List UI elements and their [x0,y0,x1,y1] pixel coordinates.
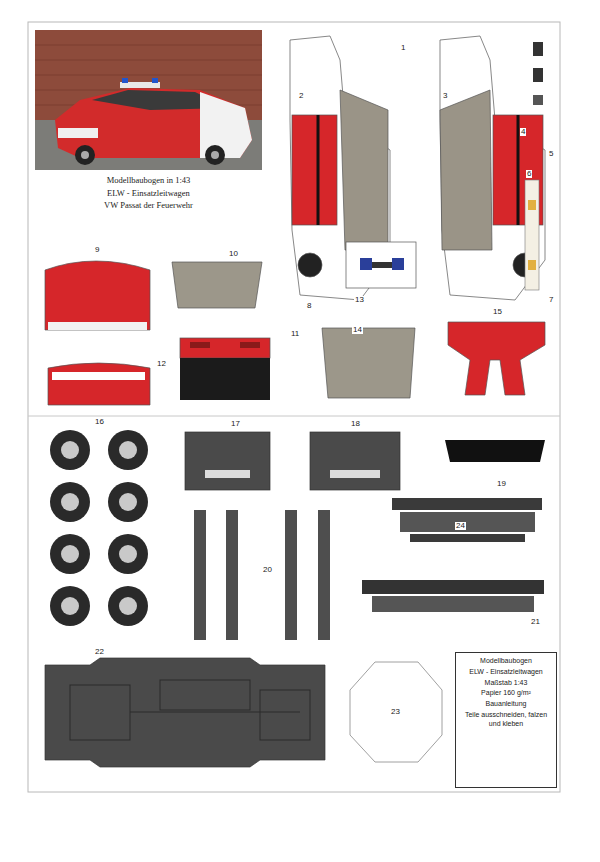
heading-text: Modellbaubogen in 1:43 [37,175,260,186]
callout-number: 16 [94,418,105,426]
callout-number: 14 [352,326,363,334]
callout-number: 17 [230,420,241,428]
callout-number: 9 [94,246,100,254]
callout-number: 8 [306,302,312,310]
callout-number: 7 [548,296,554,304]
body-text: Teile ausschneiden, falzen und kleben [460,711,552,729]
callout-number: 2 [298,92,304,100]
callout-number: 19 [496,480,507,488]
callout-number: 15 [492,308,503,316]
title-panel: Modellbaubogen in 1:43ELW - Einsatzleitw… [35,173,262,233]
heading-text: Modellbaubogen [460,657,552,666]
callout-number: 13 [354,296,365,304]
body-text: ELW - Einsatzleitwagen [460,668,552,677]
callout-number: 3 [442,92,448,100]
callout-number: 23 [390,708,401,716]
callout-number: 20 [262,566,273,574]
callout-number: 22 [94,648,105,656]
callout-number: 5 [548,150,554,158]
callout-number: 11 [290,330,300,338]
info-box: ModellbaubogenELW - EinsatzleitwagenMaßs… [455,652,557,788]
body-text: VW Passat der Feuerwehr [37,200,260,211]
callout-number: 18 [350,420,361,428]
callout-number: 1 [400,44,406,52]
body-text: ELW - Einsatzleitwagen [37,188,260,199]
body-text: Maßstab 1:43 [460,679,552,688]
callout-number: 12 [156,360,167,368]
callout-number: 10 [228,250,239,258]
body-text: Papier 160 g/m² [460,689,552,698]
body-text: Bauanleitung [460,700,552,709]
callout-number: 4 [520,128,526,136]
callout-number: 24 [455,522,466,530]
callout-number: 21 [530,618,541,626]
callout-number: 6 [526,170,532,178]
